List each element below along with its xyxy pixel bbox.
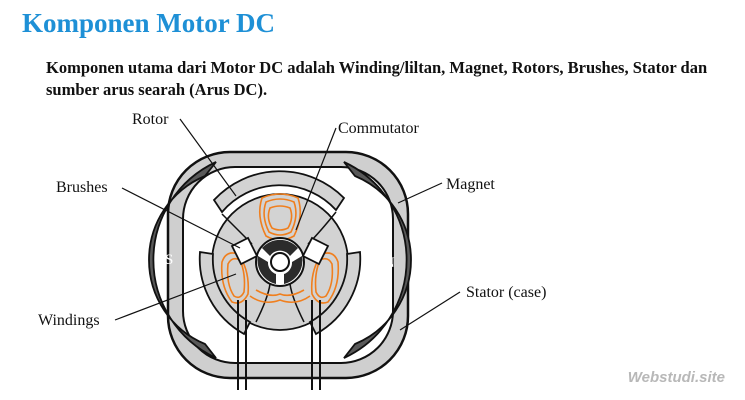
label-brushes: Brushes xyxy=(56,179,108,196)
pole-north-label: N xyxy=(384,255,395,271)
watermark: Webstudi.site xyxy=(627,369,725,386)
label-commutator: Commutator xyxy=(338,120,420,137)
label-magnet: Magnet xyxy=(446,176,495,193)
leader-lines xyxy=(114,118,461,331)
magnet-south xyxy=(148,161,217,359)
magnet-north xyxy=(343,161,412,359)
pole-south-label: S xyxy=(165,252,173,268)
brush-left xyxy=(230,236,259,266)
windings xyxy=(220,193,340,304)
label-stator: Stator (case) xyxy=(466,284,546,301)
commutator xyxy=(255,237,305,287)
intro-paragraph: Komponen utama dari Motor DC adalah Wind… xyxy=(46,58,708,99)
label-windings: Windings xyxy=(38,312,100,329)
brush-right xyxy=(301,236,330,266)
lead-wires xyxy=(237,300,321,390)
page-title: Komponen Motor DC xyxy=(22,8,275,38)
label-rotor: Rotor xyxy=(132,111,169,128)
